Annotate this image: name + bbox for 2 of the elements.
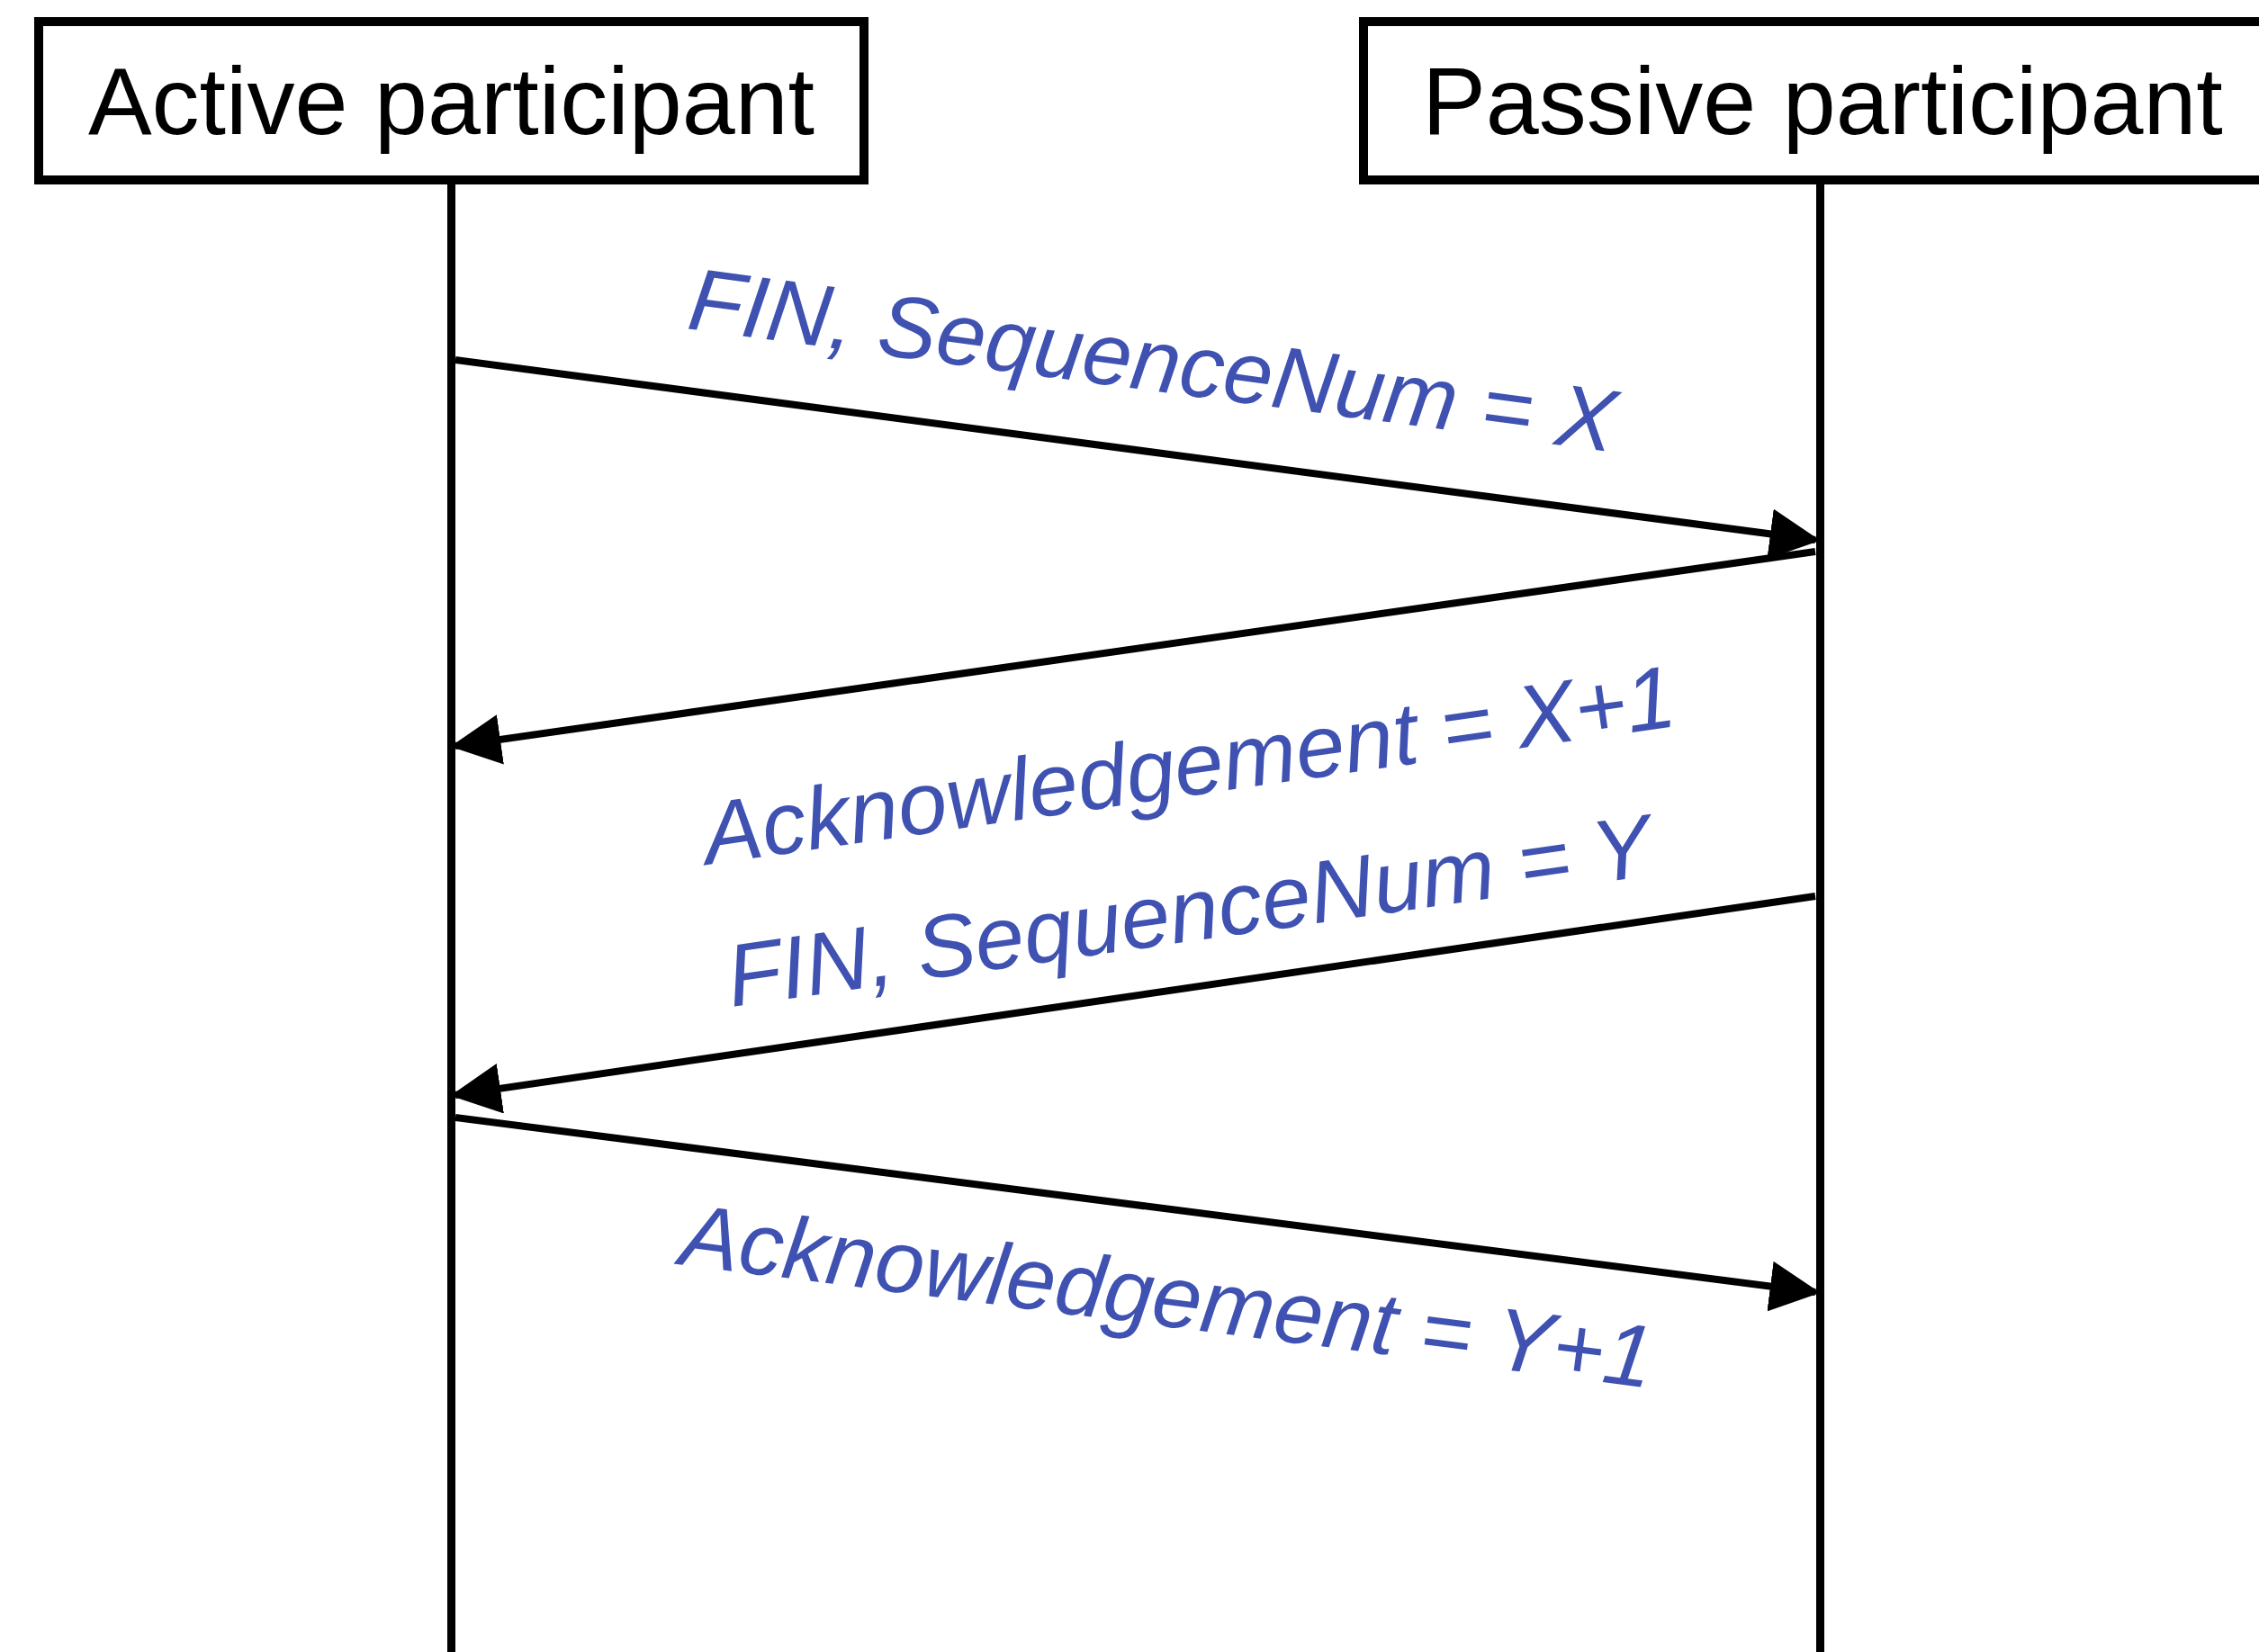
participant-name: Active participant xyxy=(87,46,815,156)
participant-name: Passive participant xyxy=(1422,46,2223,156)
